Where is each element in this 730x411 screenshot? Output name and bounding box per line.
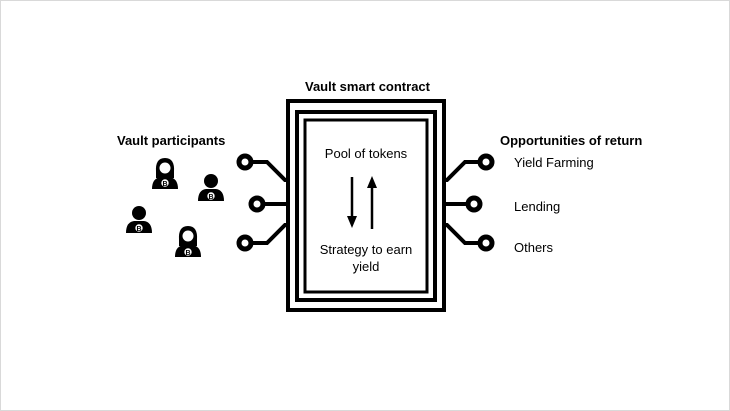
participant-female-icon: B — [175, 226, 201, 257]
left-pins — [250, 160, 288, 245]
right-pins — [444, 160, 481, 245]
vault-chip-inner — [295, 110, 437, 302]
coin-symbol: B — [162, 181, 167, 188]
pool-label: Pool of tokens — [324, 146, 408, 161]
coin-symbol: B — [136, 226, 141, 233]
left-pin-heads — [236, 153, 266, 252]
participant-male-icon: B — [198, 174, 224, 201]
vault-chip-core — [303, 118, 429, 294]
participants-heading: Vault participants — [117, 133, 226, 148]
return-item-lending: Lending — [514, 199, 561, 214]
coin-symbol: B — [185, 250, 190, 257]
flow-down-arrow — [347, 177, 357, 228]
vault-title: Vault smart contract — [305, 79, 430, 94]
participant-female-icon: B — [152, 158, 178, 189]
strategy-label: Strategy to earn yield — [319, 242, 413, 274]
return-item-yield-farming: Yield Farming — [514, 155, 594, 170]
returns-heading: Opportunities of return — [500, 133, 643, 148]
coin-symbol: B — [208, 194, 213, 201]
right-pin-heads — [465, 153, 495, 252]
flow-up-arrow — [367, 176, 377, 229]
participant-male-icon: B — [126, 206, 152, 233]
return-item-others: Others — [514, 240, 554, 255]
vault-chip-outer — [286, 99, 446, 312]
